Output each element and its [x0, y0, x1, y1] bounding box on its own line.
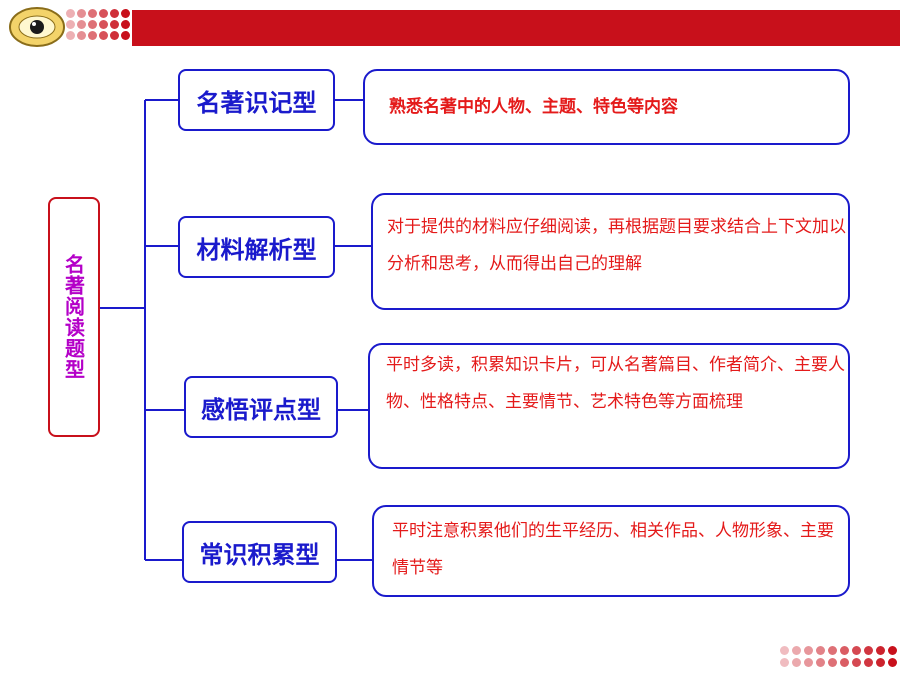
- decorative-dot: [110, 31, 119, 40]
- desc-insight-comment-text: 平时多读，积累知识卡片，可从名著篇目、作者简介、主要人物、性格特点、主要情节、艺…: [386, 355, 845, 412]
- category-material-analysis: 材料解析型: [178, 216, 335, 278]
- decorative-dot: [77, 20, 86, 29]
- category-common-knowledge: 常识积累型: [182, 521, 337, 583]
- decorative-dot: [792, 658, 801, 667]
- desc-common-knowledge-text: 平时注意积累他们的生平经历、相关作品、人物形象、主要情节等: [392, 521, 834, 578]
- decorative-dot: [88, 31, 97, 40]
- decorative-dot: [864, 646, 873, 655]
- desc-material-analysis: 对于提供的材料应仔细阅读，再根据题目要求结合上下文加以分析和思考，从而得出自己的…: [371, 193, 850, 310]
- decorative-dot: [864, 658, 873, 667]
- decorative-dot: [876, 658, 885, 667]
- decorative-dot: [99, 9, 108, 18]
- desc-common-knowledge: 平时注意积累他们的生平经历、相关作品、人物形象、主要情节等: [372, 505, 850, 597]
- decorative-dots-top: [0, 0, 135, 50]
- decorative-dot: [816, 658, 825, 667]
- category-material-analysis-label: 材料解析型: [196, 235, 317, 264]
- category-insight-comment-label: 感悟评点型: [201, 395, 321, 424]
- decorative-dot: [121, 31, 130, 40]
- decorative-dot: [77, 31, 86, 40]
- desc-recall-text: 熟悉名著中的人物、主题、特色等内容: [389, 97, 678, 117]
- decorative-dot: [780, 646, 789, 655]
- decorative-dot: [99, 31, 108, 40]
- decorative-dot: [66, 9, 75, 18]
- decorative-dot: [804, 646, 813, 655]
- decorative-dot: [121, 9, 130, 18]
- category-common-knowledge-label: 常识积累型: [199, 540, 320, 569]
- school-logo: [9, 7, 65, 47]
- decorative-dot: [77, 9, 86, 18]
- decorative-dot: [88, 9, 97, 18]
- decorative-dot: [780, 658, 789, 667]
- desc-material-analysis-text: 对于提供的材料应仔细阅读，再根据题目要求结合上下文加以分析和思考，从而得出自己的…: [387, 217, 846, 274]
- decorative-dot: [840, 646, 849, 655]
- decorative-dot: [792, 646, 801, 655]
- category-insight-comment: 感悟评点型: [184, 376, 338, 438]
- category-recall: 名著识记型: [178, 69, 335, 131]
- root-node: 名著阅读题型: [48, 197, 100, 437]
- root-label: 名著阅读题型: [61, 254, 86, 380]
- decorative-dot: [816, 646, 825, 655]
- desc-insight-comment: 平时多读，积累知识卡片，可从名著篇目、作者简介、主要人物、性格特点、主要情节、艺…: [368, 343, 850, 469]
- decorative-dot: [852, 646, 861, 655]
- category-recall-label: 名著识记型: [196, 88, 317, 117]
- decorative-dot: [888, 658, 897, 667]
- header-bar: [132, 10, 900, 46]
- decorative-dots-bottom: [760, 640, 900, 675]
- decorative-dot: [66, 31, 75, 40]
- decorative-dot: [876, 646, 885, 655]
- decorative-dot: [804, 658, 813, 667]
- decorative-dot: [110, 20, 119, 29]
- decorative-dot: [840, 658, 849, 667]
- decorative-dot: [852, 658, 861, 667]
- decorative-dot: [828, 658, 837, 667]
- decorative-dot: [888, 646, 897, 655]
- decorative-dot: [110, 9, 119, 18]
- desc-recall: 熟悉名著中的人物、主题、特色等内容: [363, 69, 850, 145]
- decorative-dot: [121, 20, 130, 29]
- decorative-dot: [88, 20, 97, 29]
- decorative-dot: [66, 20, 75, 29]
- decorative-dot: [828, 646, 837, 655]
- decorative-dot: [99, 20, 108, 29]
